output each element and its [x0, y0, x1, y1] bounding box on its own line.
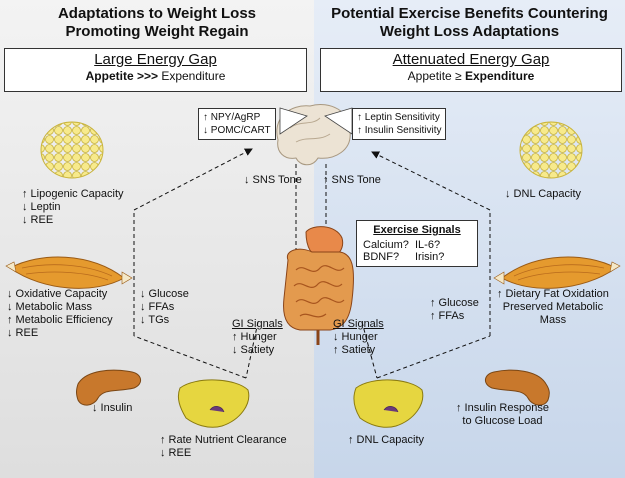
left-adipose-line1: ↑ Lipogenic Capacity	[22, 188, 124, 200]
right-title-line1: Potential Exercise Benefits Countering	[331, 5, 608, 22]
left-adipose-icon	[40, 121, 104, 179]
left-gap-title: Large Energy Gap	[94, 51, 217, 68]
left-gap-subtitle: Appetite >>> Expenditure	[5, 69, 306, 83]
left-brain-box: ↑ NPY/AgRP ↓ POMC/CART	[198, 108, 276, 140]
right-sns-tone: ↑ SNS Tone	[323, 174, 381, 186]
left-muscle-line4: ↓ REE	[7, 327, 39, 339]
right-gap-bold: Expenditure	[464, 69, 535, 83]
exercise-signals-title: Exercise Signals	[373, 224, 461, 236]
left-pancreas-icon	[76, 369, 141, 406]
left-adipose-effects: ↑ Lipogenic Capacity ↓ Leptin ↓ REE	[22, 188, 124, 227]
left-adipose-line3: ↓ REE	[22, 214, 54, 226]
right-blood-line1: ↑ Glucose	[430, 297, 479, 309]
left-title: Adaptations to Weight Loss Promoting Wei…	[0, 5, 314, 41]
right-brain-line1: ↑ Leptin Sensitivity	[357, 112, 440, 123]
intestine-icon	[283, 226, 354, 345]
right-muscle-line2: Preserved Metabolic	[502, 301, 604, 313]
left-liver-effects: ↑ Rate Nutrient Clearance ↓ REE	[160, 434, 287, 460]
exercise-irisin: Irisin?	[415, 251, 445, 263]
right-gap-title: Attenuated Energy Gap	[392, 51, 550, 68]
exercise-il6: IL-6?	[415, 239, 441, 251]
left-gi-signals: GI Signals ↑ Hunger ↓ Satiety	[232, 318, 283, 357]
left-muscle-line3: ↑ Metabolic Efficiency	[7, 314, 113, 326]
left-feedback-loop	[133, 148, 297, 379]
left-callout-pointer	[279, 107, 308, 135]
right-gap-subtitle: Appetite ≥ Expenditure	[321, 69, 621, 83]
exercise-bdnf: BDNF?	[363, 251, 400, 263]
right-blood-markers: ↑ Glucose ↑ FFAs	[430, 297, 479, 323]
right-title: Potential Exercise Benefits Countering W…	[314, 5, 625, 41]
right-liver-icon	[353, 379, 424, 428]
right-muscle-effects: ↑ Dietary Fat Oxidation Preserved Metabo…	[497, 288, 609, 327]
right-muscle-line1: ↑ Dietary Fat Oxidation	[497, 288, 609, 300]
right-energy-gap-box: Attenuated Energy Gap Appetite ≥ Expendi…	[320, 48, 622, 92]
left-sns-tone: ↓ SNS Tone	[244, 174, 302, 186]
exercise-row-2: BDNF? Irisin?	[363, 251, 471, 263]
right-brain-line2: ↑ Insulin Sensitivity	[357, 125, 442, 136]
left-adipose-line2: ↓ Leptin	[22, 201, 61, 213]
exercise-calcium: Calcium?	[363, 239, 409, 251]
right-brain-box: ↑ Leptin Sensitivity ↑ Insulin Sensitivi…	[352, 108, 447, 140]
right-pancreas-line1: ↑ Insulin Response	[456, 402, 549, 414]
left-liver-line2: ↓ REE	[160, 447, 192, 459]
right-muscle-line3: Mass	[539, 314, 567, 326]
right-gi-line2: ↑ Satiety	[333, 344, 376, 356]
right-gi-line1: ↓ Hunger	[333, 331, 378, 343]
right-pancreas-line2: to Glucose Load	[462, 415, 543, 427]
left-gap-bold: Appetite >>>	[85, 69, 158, 83]
left-blood-line3: ↓ TGs	[140, 314, 170, 326]
left-title-line2: Promoting Weight Regain	[65, 23, 249, 40]
right-muscle-icon	[493, 256, 621, 289]
left-muscle-line1: ↓ Oxidative Capacity	[7, 288, 108, 300]
right-gi-title: GI Signals	[333, 318, 384, 330]
left-liver-icon	[177, 379, 250, 428]
left-pancreas-effect: ↓ Insulin	[92, 402, 133, 414]
left-blood-line2: ↓ FFAs	[140, 301, 175, 313]
right-feedback-loop	[325, 151, 491, 379]
exercise-signals-box: Exercise Signals Calcium? IL-6? BDNF? Iris…	[356, 220, 478, 267]
left-gi-line2: ↓ Satiety	[232, 344, 275, 356]
left-muscle-line2: ↓ Metabolic Mass	[7, 301, 92, 313]
left-title-line1: Adaptations to Weight Loss	[57, 5, 257, 22]
right-pancreas-effects: ↑ Insulin Response to Glucose Load	[456, 402, 549, 428]
left-brain-line2: ↓ POMC/CART	[203, 125, 271, 136]
right-title-line2: Weight Loss Adaptations	[379, 23, 560, 40]
right-adipose-effect: ↓ DNL Capacity	[505, 188, 582, 200]
left-gi-title: GI Signals	[232, 318, 283, 330]
left-brain-line1: ↑ NPY/AgRP	[203, 112, 261, 123]
left-liver-line1: ↑ Rate Nutrient Clearance	[160, 434, 287, 446]
right-gi-signals: GI Signals ↓ Hunger ↑ Satiety	[333, 318, 384, 357]
exercise-row-1: Calcium? IL-6?	[363, 239, 471, 251]
left-energy-gap-box: Large Energy Gap Appetite >>> Expenditur…	[4, 48, 307, 92]
left-blood-markers: ↓ Glucose ↓ FFAs ↓ TGs	[140, 288, 189, 327]
right-gap-rest: Appetite ≥	[407, 69, 462, 83]
left-gi-line1: ↑ Hunger	[232, 331, 277, 343]
left-muscle-effects: ↓ Oxidative Capacity ↓ Metabolic Mass ↑ …	[7, 288, 113, 340]
right-pancreas-icon	[485, 369, 550, 406]
right-adipose-icon	[519, 121, 583, 179]
right-liver-effect: ↑ DNL Capacity	[348, 434, 425, 446]
left-blood-line1: ↓ Glucose	[140, 288, 189, 300]
left-gap-rest: Expenditure	[161, 69, 226, 83]
left-muscle-icon	[5, 256, 133, 289]
right-blood-line2: ↑ FFAs	[430, 310, 465, 322]
